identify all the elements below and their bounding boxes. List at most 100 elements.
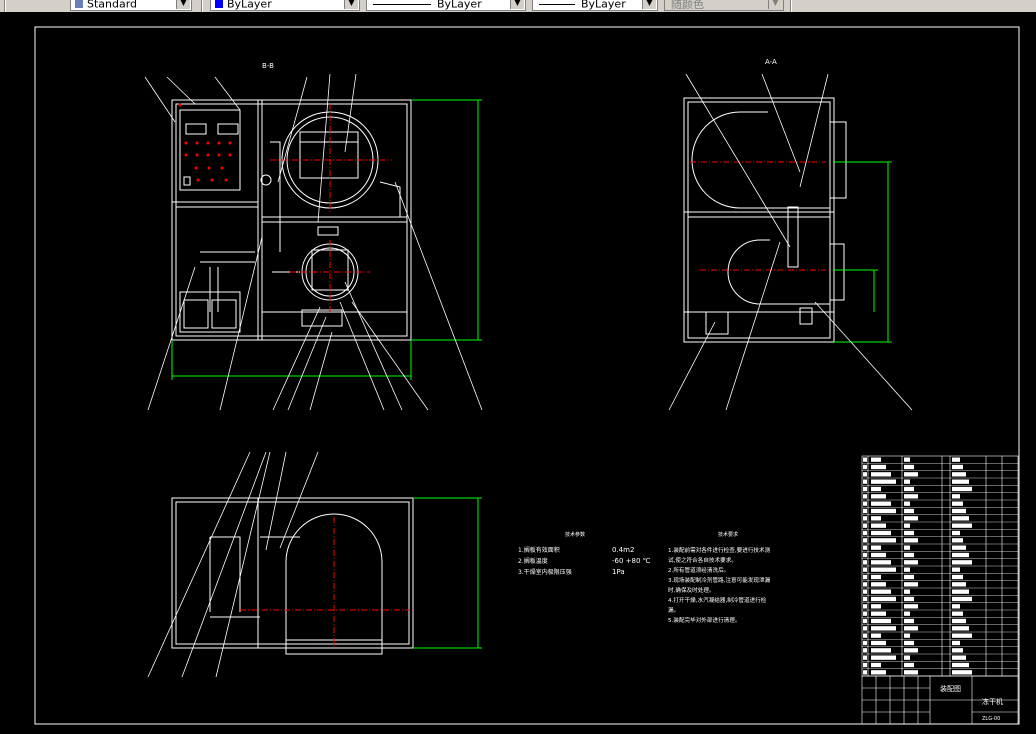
tech-requirement-line: 试,使之符合各自技术要求。 [668,556,737,564]
parts-list-cell-mark [904,655,910,660]
parts-list-cell-mark [863,662,867,668]
parts-list-cell-mark [904,626,918,631]
parts-list-cell-mark [952,633,972,638]
parts-list-cell-mark [904,523,910,528]
parts-list-cell-mark [871,486,881,492]
parts-list-cell-mark [952,530,960,536]
parts-list-cell-mark [863,486,867,492]
parts-list-cell-mark [863,457,867,462]
text-style-value: Standard [87,0,138,11]
parts-list-cell-mark [952,508,966,514]
parts-list-cell-mark [871,618,891,624]
parts-list-cell-mark [904,611,910,616]
tech-requirement-line: 1.装配前需对各件进行检查,要进行技术测 [668,546,771,554]
parts-list-cell-mark [904,508,914,514]
parts-list-cell-mark [952,670,972,675]
chevron-down-icon[interactable]: ▼ [642,0,656,9]
parts-list-cell-mark [863,596,867,602]
parts-list-cell-mark [863,648,867,653]
parts-list-cell-mark [863,523,867,528]
parts-list-cell-mark [904,457,910,462]
parts-list-cell-mark [952,523,972,528]
parts-list-cell-mark [904,618,914,624]
parts-list-cell-mark [952,538,963,543]
title-block [861,675,1019,725]
parts-list-cell-mark [904,516,918,521]
parts-list-cell-mark [952,479,969,484]
tech-param-value: 0.4m2 [612,546,634,554]
tech-param-value: 1Pa [612,568,625,576]
parts-list-cell-mark [871,472,891,477]
parts-list-cell-mark [863,640,867,646]
parts-list-cell-mark [952,618,966,624]
tech-requirement-line: 5.装配完毕对外部进行清理。 [668,616,740,624]
parts-list-cell-mark [952,457,960,462]
drawing-canvas[interactable]: B-B [0,12,1036,734]
parts-list-cell-mark [952,626,969,631]
linetype-value: ByLayer [437,0,482,11]
plan-view [171,497,414,655]
parts-list-cell-mark [952,648,963,653]
parts-list-cell-mark [904,560,918,565]
section-bb-label: B-B [262,62,274,70]
parts-list-cell-mark [952,494,960,499]
tech-param-value: -60 +80 ℃ [612,557,651,565]
parts-list-cell-mark [863,589,867,594]
parts-list-cell-mark [871,457,881,462]
parts-list-cell-mark [904,501,910,506]
side-view-centerlines [690,161,826,271]
parts-list-cell-mark [952,472,966,477]
parts-list-cell-mark [863,611,867,616]
parts-list-cell-mark [863,479,867,484]
parts-list-cell-mark [863,530,867,536]
parts-list-cell-mark [863,494,867,499]
tech-param-name: 1.搁板有效面积 [518,546,560,554]
parts-list-cell-mark [904,670,918,675]
parts-list-cell-mark [863,567,867,572]
tech-requirement-line: 漏。 [668,606,679,614]
text-style-dropdown[interactable]: Standard ▼ [70,0,192,11]
parts-list-cell-mark [871,538,896,543]
chevron-down-icon[interactable]: ▼ [176,0,190,9]
parts-list-cell-mark [871,508,896,514]
parts-list-cell-mark [952,596,972,602]
parts-list-cell-mark [871,589,891,594]
front-view-leaders [144,73,483,411]
parts-list-cell-mark [904,589,910,594]
parts-list-cell-mark [952,662,969,668]
parts-list-cell-mark [863,670,867,675]
cad-drawing[interactable]: B-B [0,12,1036,734]
parts-list-cell-mark [871,552,886,558]
plan-view-leaders [147,451,319,678]
parts-list-cell-mark [904,552,914,558]
parts-list-cell-mark [871,611,886,616]
parts-list-cell-mark [871,626,896,631]
parts-list-cell-mark [904,596,914,602]
toolbar-separator [4,0,6,12]
tech-params-block: 技术参数 1.搁板有效面积 0.4m2 2.搁板温度 -60 +80 ℃ 3.干… [518,531,651,576]
plot-style-value: 随颜色 [671,0,704,11]
parts-list-cell-mark [871,596,896,602]
parts-list-cell-mark [904,464,914,470]
parts-list-cell-mark [871,655,896,660]
color-dropdown[interactable]: ByLayer ▼ [210,0,360,11]
parts-list-cell-mark [952,501,963,506]
parts-list-cell-mark [952,582,966,587]
tech-requirement-line: 3.现场装配制冷剂管路,注意可能发现泄漏 [668,576,771,584]
tech-param-name: 3.干燥室内极限压强 [518,568,572,576]
parts-list-cell-mark [871,567,896,572]
chevron-down-icon[interactable]: ▼ [344,0,358,9]
chevron-down-icon[interactable]: ▼ [510,0,524,9]
parts-list-cell-mark [952,574,963,580]
plot-style-dropdown: 随颜色 ▼ [664,0,784,11]
title-block-drawing-number: ZLG-00 [982,716,1000,722]
side-view-dimensions [834,161,892,343]
parts-list-cell-mark [863,626,867,631]
front-view [171,99,412,341]
lineweight-dropdown[interactable]: ByLayer ▼ [532,0,658,11]
tech-requirement-line: 时,确保及时处理。 [668,586,715,594]
parts-list-cell-mark [904,530,914,536]
parts-list-cell-mark [863,633,867,638]
parts-list-cell-mark [863,508,867,514]
linetype-dropdown[interactable]: ByLayer ▼ [366,0,526,11]
